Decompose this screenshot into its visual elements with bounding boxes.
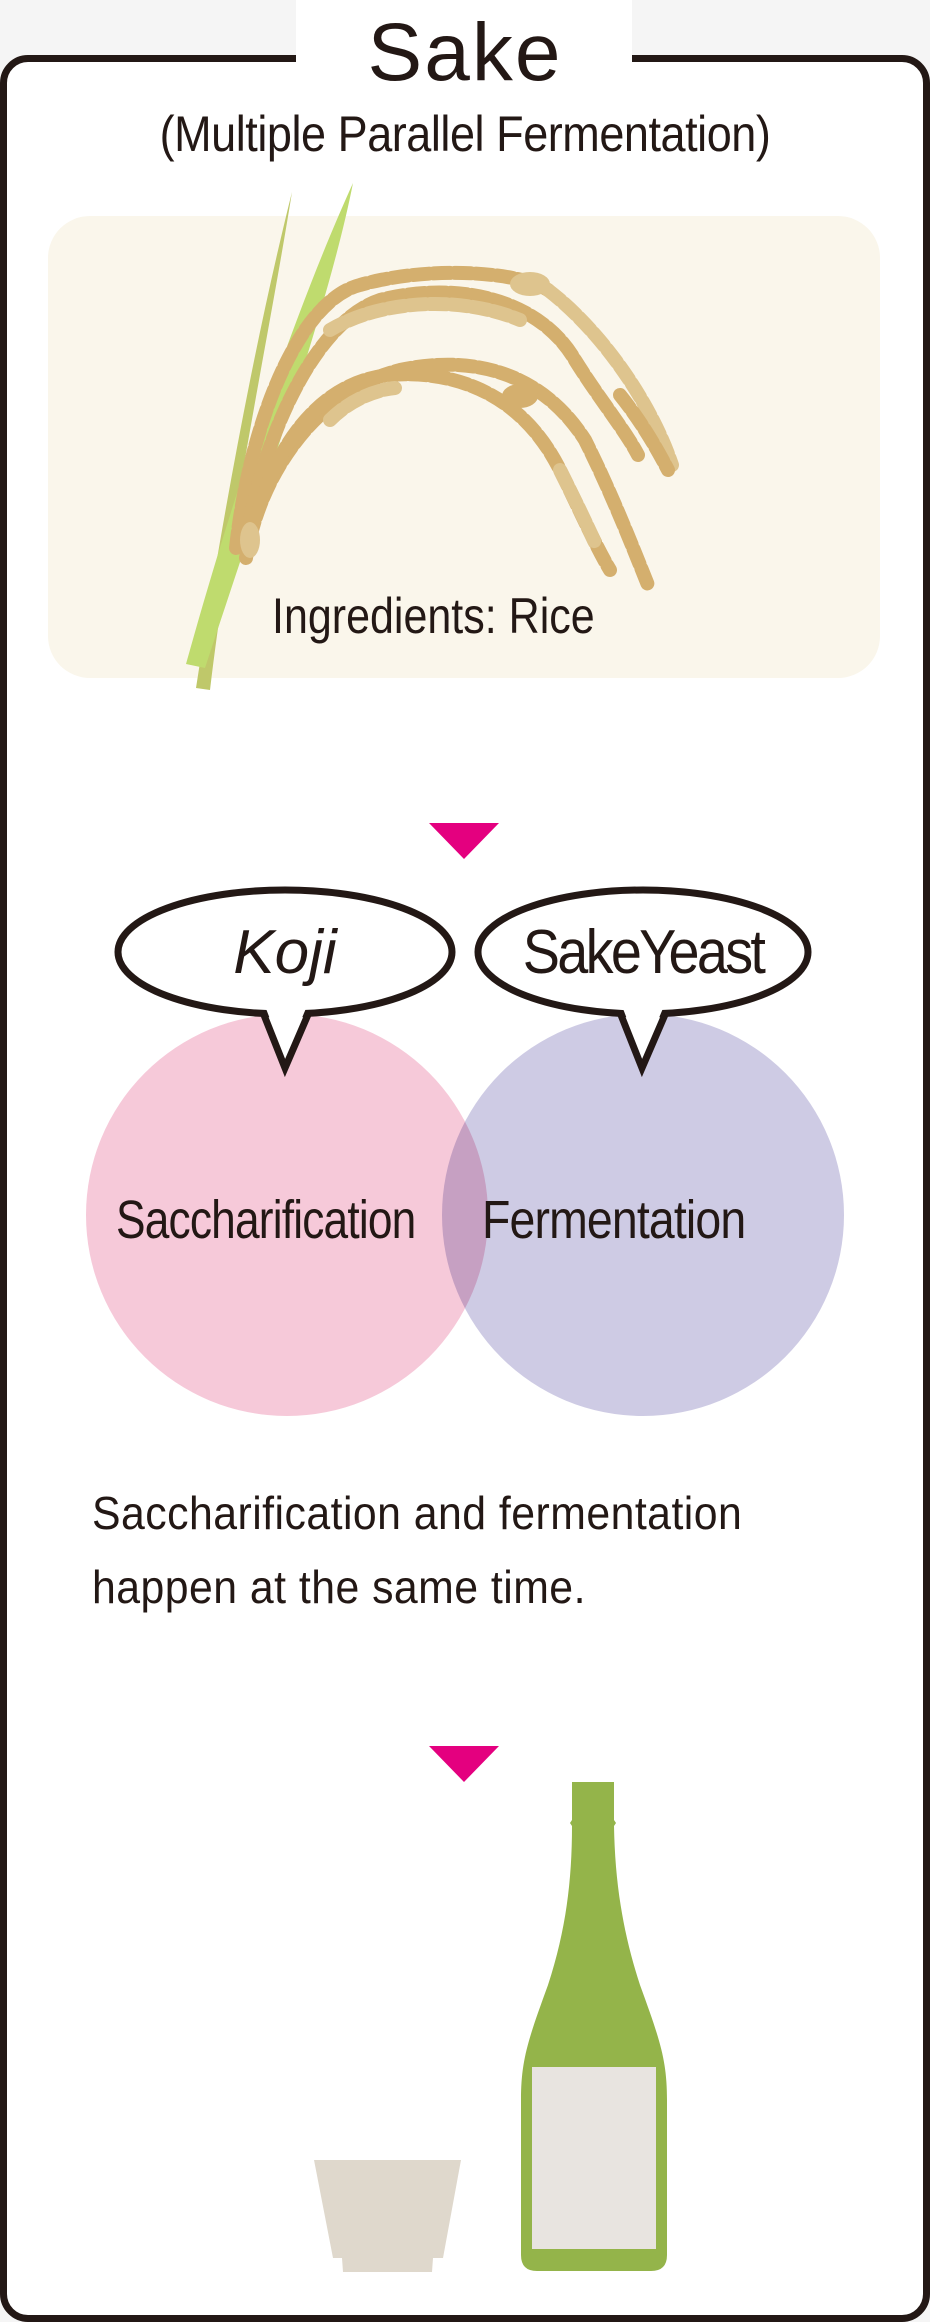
down-arrow-icon	[429, 823, 499, 859]
description-line-2: happen at the same time.	[92, 1561, 586, 1613]
koji-label: Koji	[233, 918, 337, 987]
ingredients-label: Ingredients: Rice	[272, 588, 595, 644]
title-box	[296, 0, 632, 80]
page-subtitle: (Multiple Parallel Fermentation)	[159, 106, 771, 162]
sake-bottle-icon	[521, 1782, 667, 2271]
fermentation-label: Fermentation	[482, 1190, 746, 1250]
rice-stalk-icon	[186, 183, 679, 690]
description-text: Saccharification and fermentation happen…	[92, 1476, 799, 1624]
venn-diagram	[86, 886, 844, 1416]
sake-cup-icon	[314, 2160, 461, 2272]
yeast-speech-bubble	[474, 886, 812, 1078]
description-line-1: Saccharification and fermentation	[92, 1487, 743, 1539]
page-title: Sake	[367, 7, 563, 98]
down-arrow-icon	[429, 1746, 499, 1782]
sake-yeast-label: SakeYeast	[522, 918, 766, 987]
saccharification-label: Saccharification	[116, 1190, 416, 1250]
koji-speech-bubble	[114, 886, 456, 1078]
